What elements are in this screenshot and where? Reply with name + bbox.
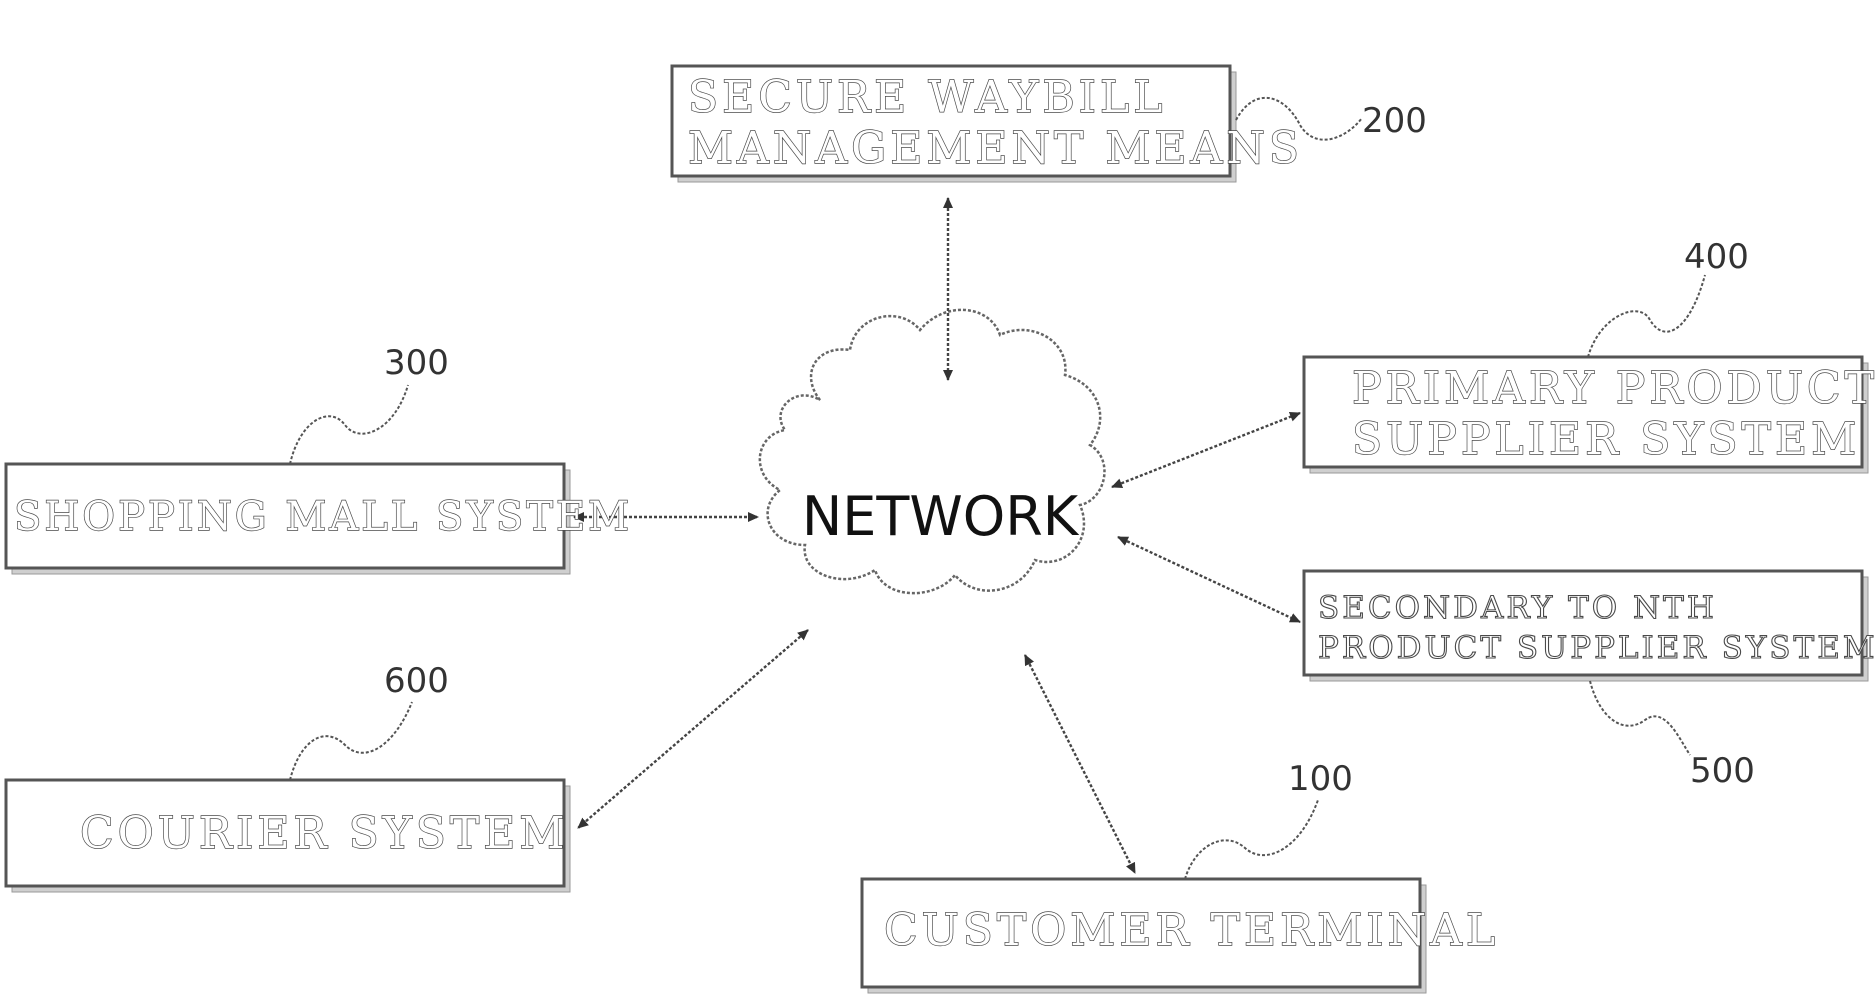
secondary-supplier-line2: PRODUCT SUPPLIER SYSTEMS xyxy=(1318,630,1876,666)
link-network-customer-terminal xyxy=(1025,655,1135,873)
secure-waybill-management-box: SECURE WAYBILL MANAGEMENT MEANS xyxy=(672,66,1303,182)
network-label: NETWORK xyxy=(802,485,1080,548)
leader-300 xyxy=(290,385,408,464)
courier-box: COURIER SYSTEM xyxy=(6,780,570,892)
leader-400 xyxy=(1588,275,1705,357)
primary-supplier-box: PRIMARY PRODUCT SUPPLIER SYSTEM xyxy=(1304,357,1876,473)
shopping-mall-label: SHOPPING MALL SYSTEM xyxy=(14,494,632,540)
secure-waybill-line2: MANAGEMENT MEANS xyxy=(688,123,1303,174)
leader-100 xyxy=(1185,800,1318,879)
ref-400: 400 xyxy=(1684,237,1749,277)
primary-supplier-line2: SUPPLIER SYSTEM xyxy=(1352,414,1860,465)
ref-200: 200 xyxy=(1362,101,1427,141)
network-cloud: NETWORK xyxy=(760,310,1105,593)
link-network-secondary-supplier xyxy=(1118,537,1300,622)
secure-waybill-line1: SECURE WAYBILL xyxy=(688,72,1166,123)
secondary-supplier-line1: SECONDARY TO NTH xyxy=(1318,590,1717,626)
ref-500: 500 xyxy=(1690,751,1755,791)
courier-label: COURIER SYSTEM xyxy=(80,808,568,859)
customer-terminal-label: CUSTOMER TERMINAL xyxy=(884,905,1499,956)
leader-500 xyxy=(1590,681,1690,755)
ref-300: 300 xyxy=(384,343,449,383)
primary-supplier-line1: PRIMARY PRODUCT xyxy=(1352,363,1876,414)
ref-600: 600 xyxy=(384,661,449,701)
secondary-supplier-box: SECONDARY TO NTH PRODUCT SUPPLIER SYSTEM… xyxy=(1304,571,1876,681)
customer-terminal-box: CUSTOMER TERMINAL xyxy=(862,879,1499,993)
ref-100: 100 xyxy=(1288,759,1353,799)
link-network-primary-supplier xyxy=(1112,413,1300,487)
shopping-mall-box: SHOPPING MALL SYSTEM xyxy=(6,464,632,574)
leader-600 xyxy=(290,702,412,780)
link-network-courier xyxy=(578,630,808,828)
